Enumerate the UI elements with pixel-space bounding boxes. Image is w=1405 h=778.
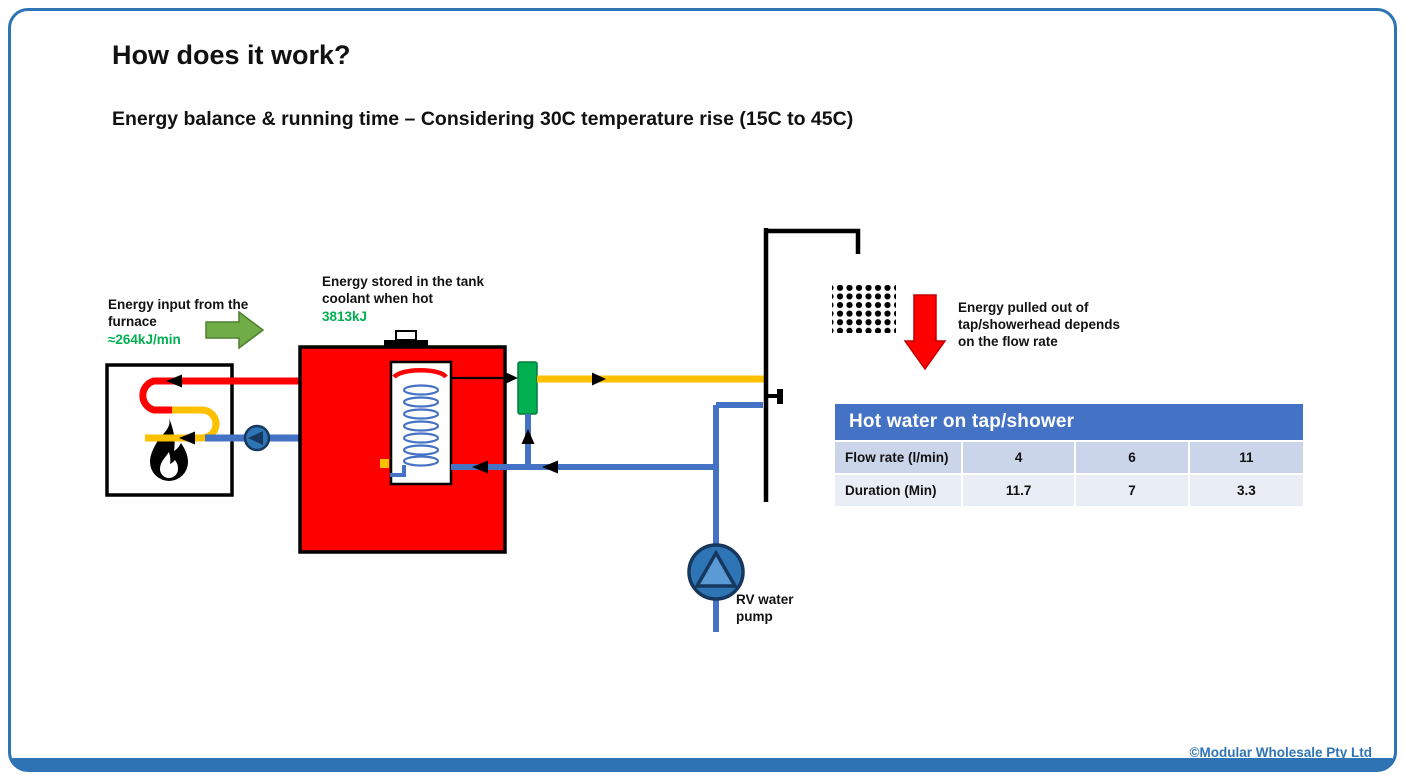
page-title: How does it work? xyxy=(112,40,351,70)
furnace-serpentine-pipes xyxy=(139,374,300,452)
storage-tank xyxy=(298,330,507,554)
table-cell: 6 xyxy=(1076,442,1190,473)
table-title: Hot water on tap/shower xyxy=(835,404,1303,440)
slide-border xyxy=(8,8,1397,772)
flow-arrow xyxy=(179,431,195,445)
row-label: Flow rate (l/min) xyxy=(835,442,963,473)
pump-label: RV water pump xyxy=(736,592,794,624)
table-row: Duration (Min) 11.7 7 3.3 xyxy=(835,473,1303,506)
table-cell: 11 xyxy=(1239,450,1254,465)
energy-stored-label: Energy stored in the tank coolant when h… xyxy=(322,274,485,306)
bottom-accent-bar xyxy=(12,758,1393,769)
energy-input-arrow-icon xyxy=(205,310,265,350)
energy-output-label: Energy pulled out of tap/showerhead depe… xyxy=(958,300,1121,349)
table-cell: 11.7 xyxy=(963,475,1077,506)
flow-arrow xyxy=(521,429,535,444)
energy-stored-value: 3813kJ xyxy=(322,308,368,324)
flow-arrow xyxy=(472,460,488,474)
table-cell: 4 xyxy=(963,442,1077,473)
hot-water-table: Hot water on tap/shower Flow rate (l/min… xyxy=(835,404,1303,506)
energy-input-label: Energy input from the furnace xyxy=(108,297,249,329)
energy-input-label-block: Energy input from the furnace ≈264kJ/min xyxy=(108,297,253,349)
row-label: Duration (Min) xyxy=(835,475,963,506)
hot-water-pipe xyxy=(537,372,764,386)
flow-arrow xyxy=(506,372,518,384)
energy-input-value: ≈264kJ/min xyxy=(108,331,181,347)
table-cell: 3.3 xyxy=(1236,483,1256,498)
flow-arrow xyxy=(542,460,558,474)
flame-icon xyxy=(150,418,188,481)
hot-outlet-line xyxy=(451,372,518,384)
heat-exchanger xyxy=(380,360,453,486)
valve-icon xyxy=(517,361,538,415)
rv-water-pump-icon xyxy=(687,543,745,601)
circulation-pump-icon xyxy=(243,424,271,452)
flow-arrow xyxy=(166,374,182,388)
flow-arrow xyxy=(592,372,606,386)
copyright-text: ©Modular Wholesale Pty Ltd xyxy=(1189,745,1372,760)
page-subtitle: Energy balance & running time – Consider… xyxy=(112,108,854,130)
table-cell: 7 xyxy=(1076,475,1190,506)
energy-stored-label-block: Energy stored in the tank coolant when h… xyxy=(322,274,490,326)
shower-icon xyxy=(763,228,896,502)
energy-output-arrow-icon xyxy=(903,294,947,371)
table-row: Flow rate (l/min) 4 6 11 xyxy=(835,440,1303,473)
